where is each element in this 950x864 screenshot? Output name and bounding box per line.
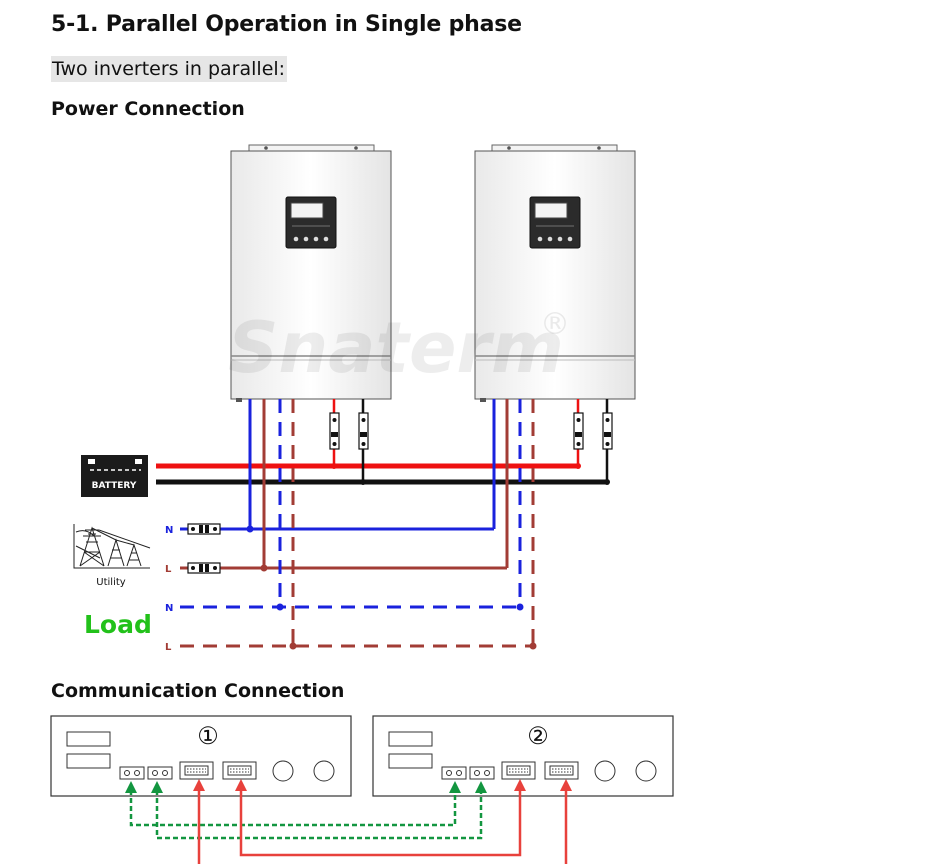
load-l-label: L xyxy=(165,642,172,653)
unit-number-2: ② xyxy=(527,722,549,750)
watermark: Snaterm xyxy=(228,307,564,389)
current-sharing-cable xyxy=(197,788,568,864)
load-label: Load xyxy=(84,610,152,639)
unit-number-1: ① xyxy=(197,722,219,750)
battery-icon: BATTERY xyxy=(81,455,148,497)
utility-n-label: N xyxy=(165,525,173,536)
comm-db-port xyxy=(179,761,257,780)
section-title: 5-1. Parallel Operation in Single phase xyxy=(51,12,522,37)
utility-breaker xyxy=(180,523,221,574)
power-connection-heading: Power Connection xyxy=(51,98,245,120)
inverter-unit-2 xyxy=(474,144,636,402)
parallel-communication-cable xyxy=(129,790,483,840)
comm-db-port xyxy=(501,761,579,780)
utility-tower-icon xyxy=(73,524,151,569)
parallel-port xyxy=(441,766,495,780)
comm-panel-unit-1: ① xyxy=(50,715,352,797)
subtitle: Two inverters in parallel: xyxy=(51,56,288,82)
utility-l-label: L xyxy=(165,564,172,575)
inverter-unit-1 xyxy=(230,144,392,402)
lcd-panel xyxy=(529,196,581,249)
battery-label: BATTERY xyxy=(92,481,137,491)
communication-connection-heading: Communication Connection xyxy=(51,680,345,702)
load-n-label: N xyxy=(165,603,173,614)
lcd-panel xyxy=(285,196,337,249)
registered-mark: ® xyxy=(540,307,570,342)
parallel-port xyxy=(119,766,173,780)
utility-label: Utility xyxy=(96,577,125,588)
battery-breaker xyxy=(329,412,613,450)
comm-panel-unit-2: ② xyxy=(372,715,674,797)
